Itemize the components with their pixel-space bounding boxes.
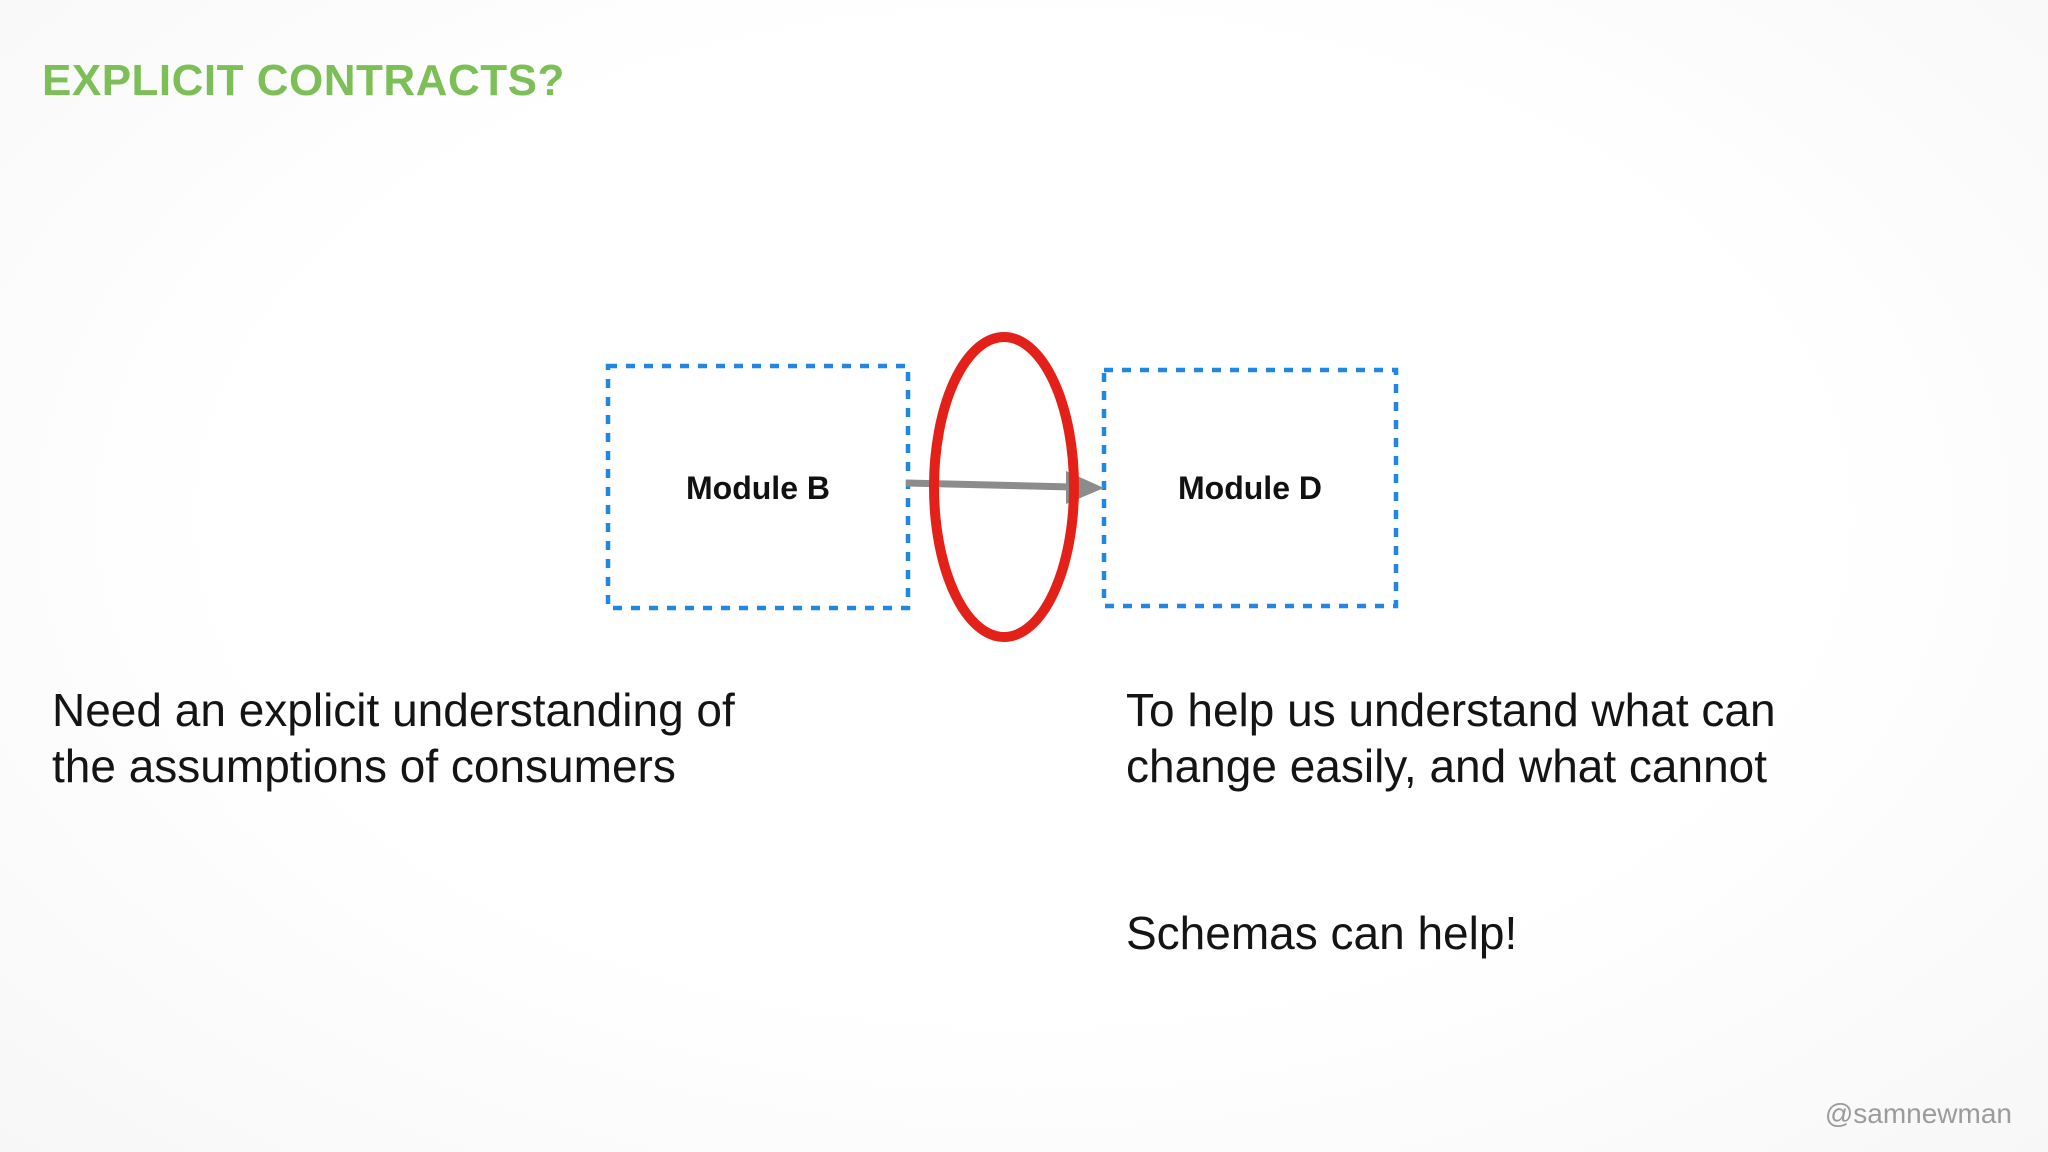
right-note: To help us understand what can change ea… (1126, 682, 1966, 794)
left-note-line-2: the assumptions of consumers (52, 740, 676, 792)
module-d-label: Module D (1178, 470, 1322, 506)
module-b-label: Module B (686, 470, 830, 506)
schemas-note: Schemas can help! (1126, 907, 1518, 959)
right-note-line-2: change easily, and what cannot (1126, 740, 1768, 792)
slide-title: EXPLICIT CONTRACTS? (42, 56, 565, 105)
left-note-line-1: Need an explicit understanding of (52, 684, 735, 736)
right-note-line-1: To help us understand what can (1126, 684, 1776, 736)
contract-highlight-ellipse (929, 332, 1079, 642)
module-b-box (605, 363, 911, 611)
left-note: Need an explicit understanding of the as… (52, 682, 912, 794)
watermark: @samnewman (1824, 1098, 2012, 1129)
